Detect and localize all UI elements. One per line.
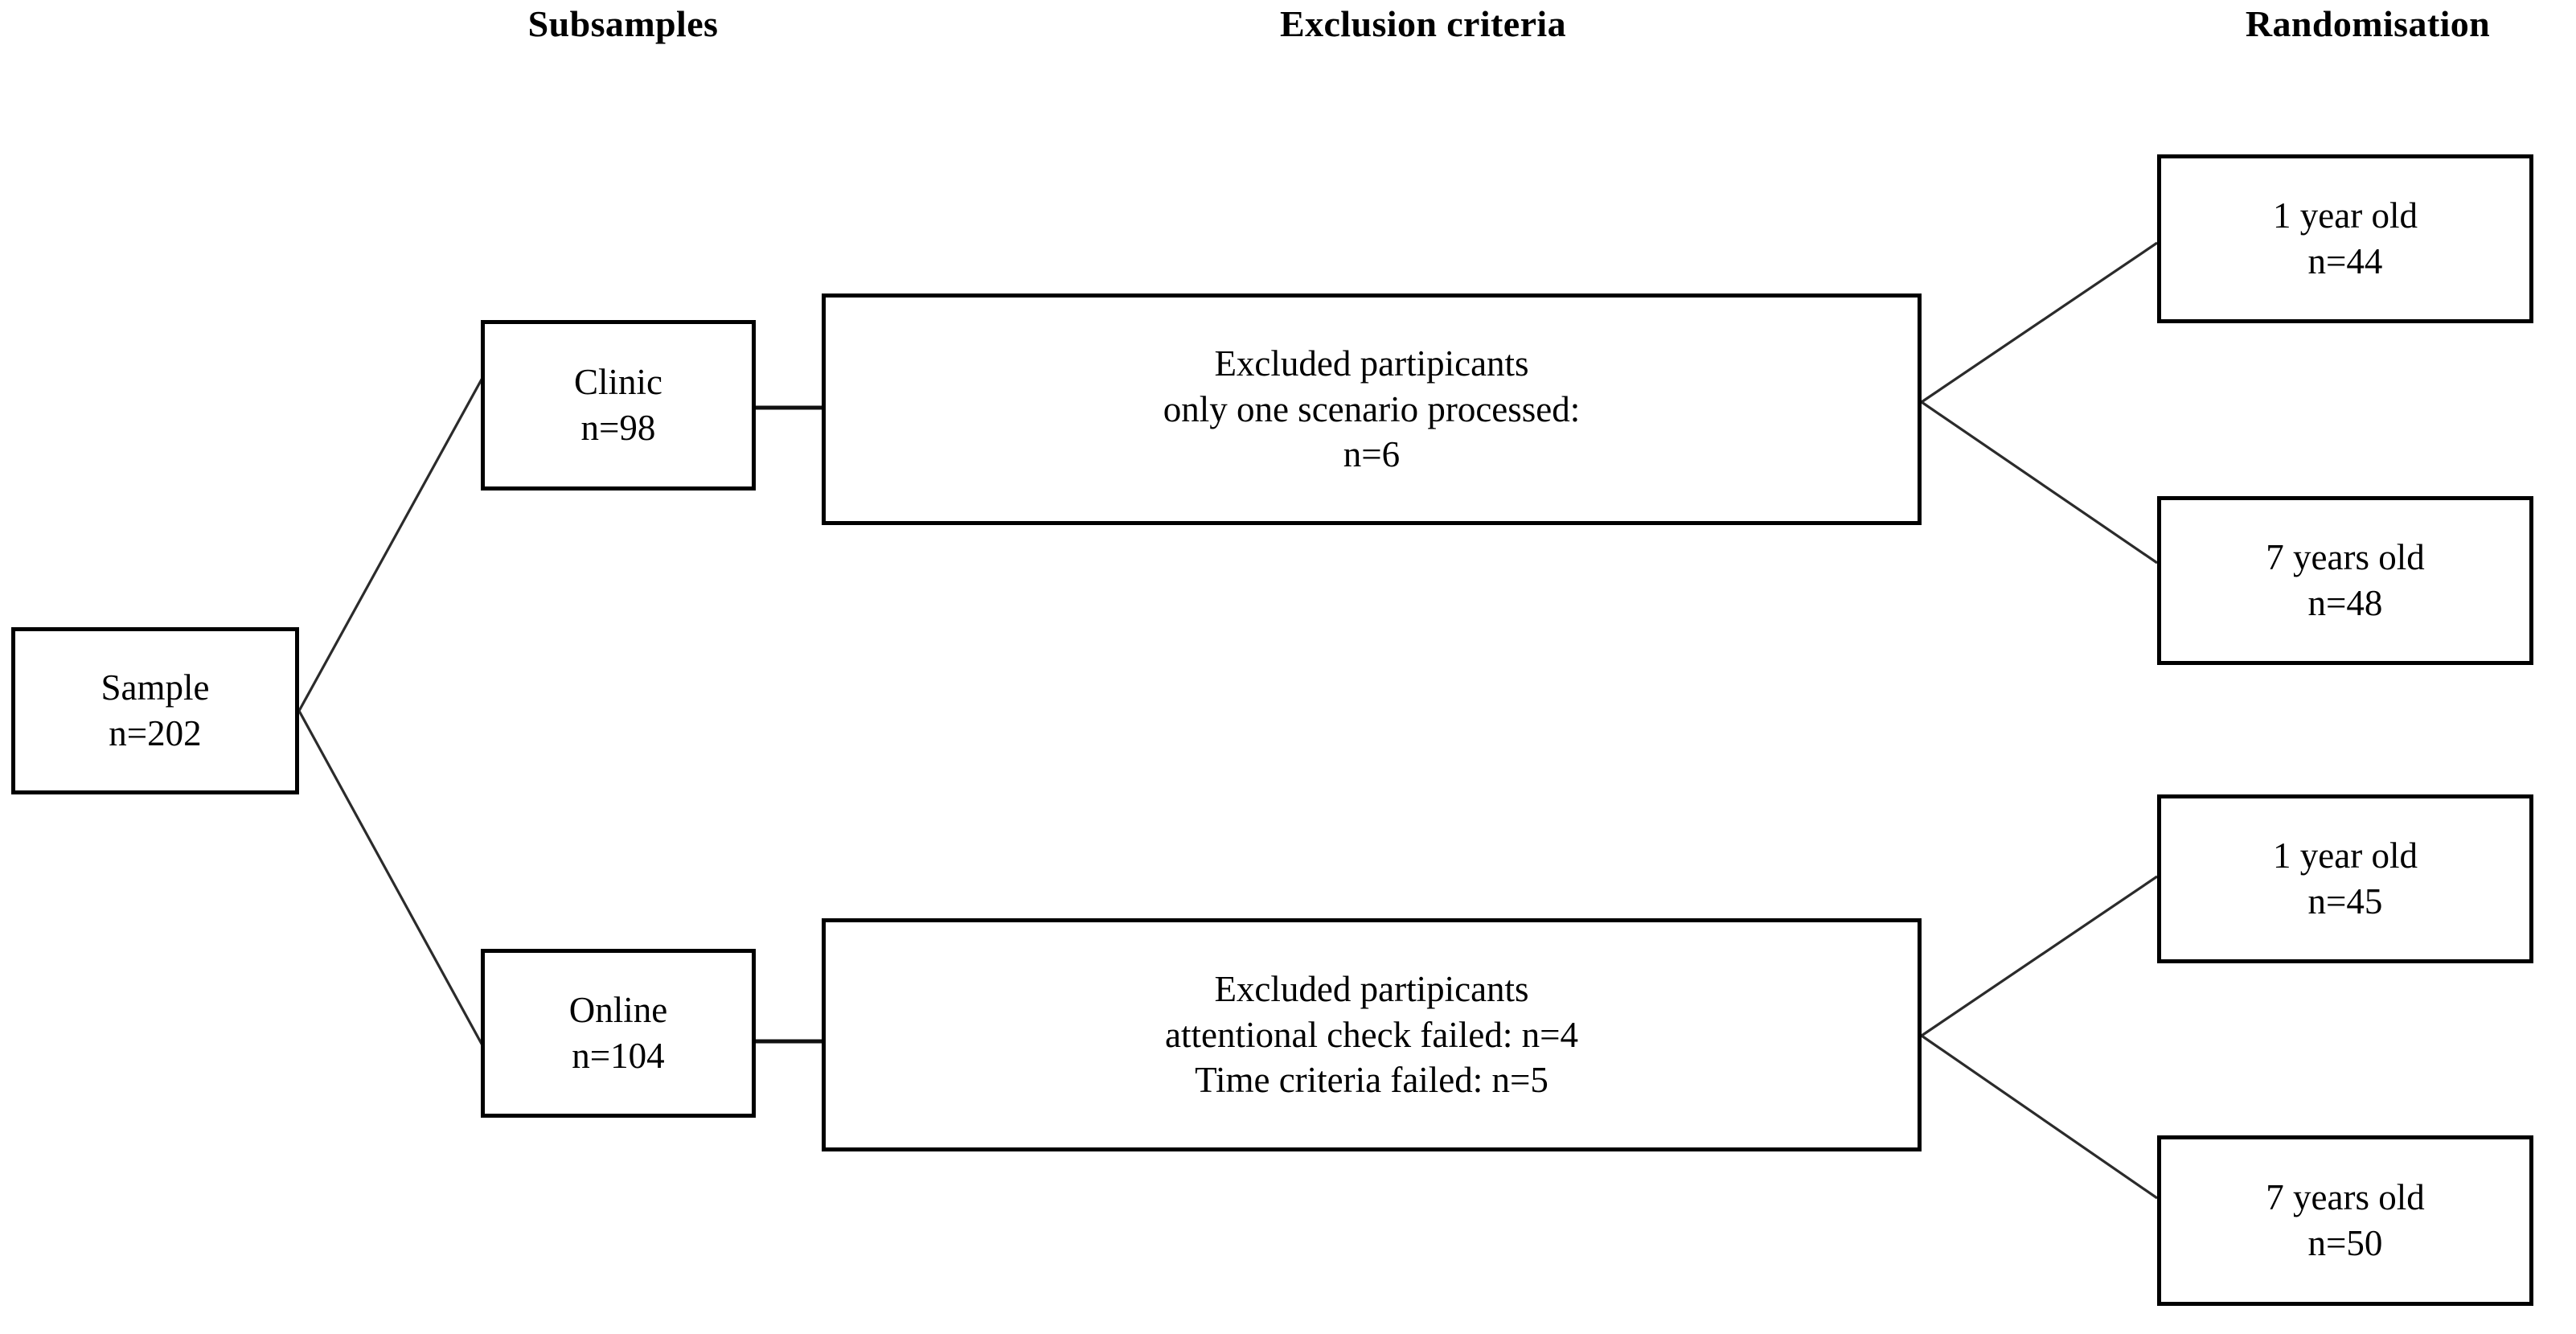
- edge-sample-to-online: [297, 710, 484, 1046]
- node-online: Online n=104: [481, 949, 756, 1118]
- edge-sample-to-clinic: [297, 377, 484, 712]
- node-clinic-1-year-old: 1 year old n=44: [2157, 154, 2533, 323]
- column-heading-randomisation: Randomisation: [2245, 3, 2491, 44]
- clinic-1-year-old-count: n=44: [2307, 241, 2383, 281]
- online-exclusion-line-3: Time criteria failed: n=5: [1195, 1060, 1548, 1101]
- clinic-exclusion-line-2: only one scenario processed:: [1163, 388, 1581, 429]
- online-1-year-old-count: n=45: [2307, 881, 2383, 921]
- node-online-7-years-old: 7 years old n=50: [2157, 1135, 2533, 1306]
- edge-online-exclusion-to-1-year-old: [1921, 875, 2158, 1037]
- node-online-label: Online: [568, 990, 668, 1031]
- node-clinic-7-years-old: 7 years old n=48: [2157, 496, 2533, 665]
- node-sample-label: Sample: [100, 667, 210, 708]
- online-exclusion-line-2: attentional check failed: n=4: [1165, 1014, 1578, 1055]
- clinic-7-years-old-count: n=48: [2307, 583, 2383, 623]
- clinic-7-years-old-label: 7 years old: [2266, 537, 2425, 578]
- node-online-1-year-old: 1 year old n=45: [2157, 794, 2533, 963]
- column-heading-exclusion-criteria: Exclusion criteria: [1280, 3, 1566, 44]
- column-heading-subsamples: Subsamples: [527, 3, 719, 44]
- node-sample: Sample n=202: [11, 627, 299, 794]
- online-exclusion-line-1: Excluded partipicants: [1214, 968, 1529, 1009]
- edge-online-exclusion-to-7-years-old: [1921, 1034, 2158, 1200]
- clinic-exclusion-line-3: n=6: [1343, 434, 1401, 475]
- node-sample-count: n=202: [109, 713, 202, 753]
- node-online-count: n=104: [572, 1036, 665, 1076]
- clinic-exclusion-line-1: Excluded partipicants: [1214, 343, 1529, 384]
- node-clinic-exclusion: Excluded partipicants only one scenario …: [822, 293, 1922, 525]
- node-online-exclusion: Excluded partipicants attentional check …: [822, 918, 1922, 1151]
- node-clinic: Clinic n=98: [481, 320, 756, 491]
- online-7-years-old-count: n=50: [2307, 1223, 2383, 1263]
- clinic-1-year-old-label: 1 year old: [2273, 195, 2418, 236]
- edge-clinic-exclusion-to-7-years-old: [1921, 400, 2158, 564]
- online-7-years-old-label: 7 years old: [2266, 1177, 2425, 1218]
- edge-clinic-exclusion-to-1-year-old: [1921, 241, 2158, 404]
- node-clinic-count: n=98: [580, 408, 656, 448]
- node-clinic-label: Clinic: [574, 362, 662, 403]
- online-1-year-old-label: 1 year old: [2273, 835, 2418, 876]
